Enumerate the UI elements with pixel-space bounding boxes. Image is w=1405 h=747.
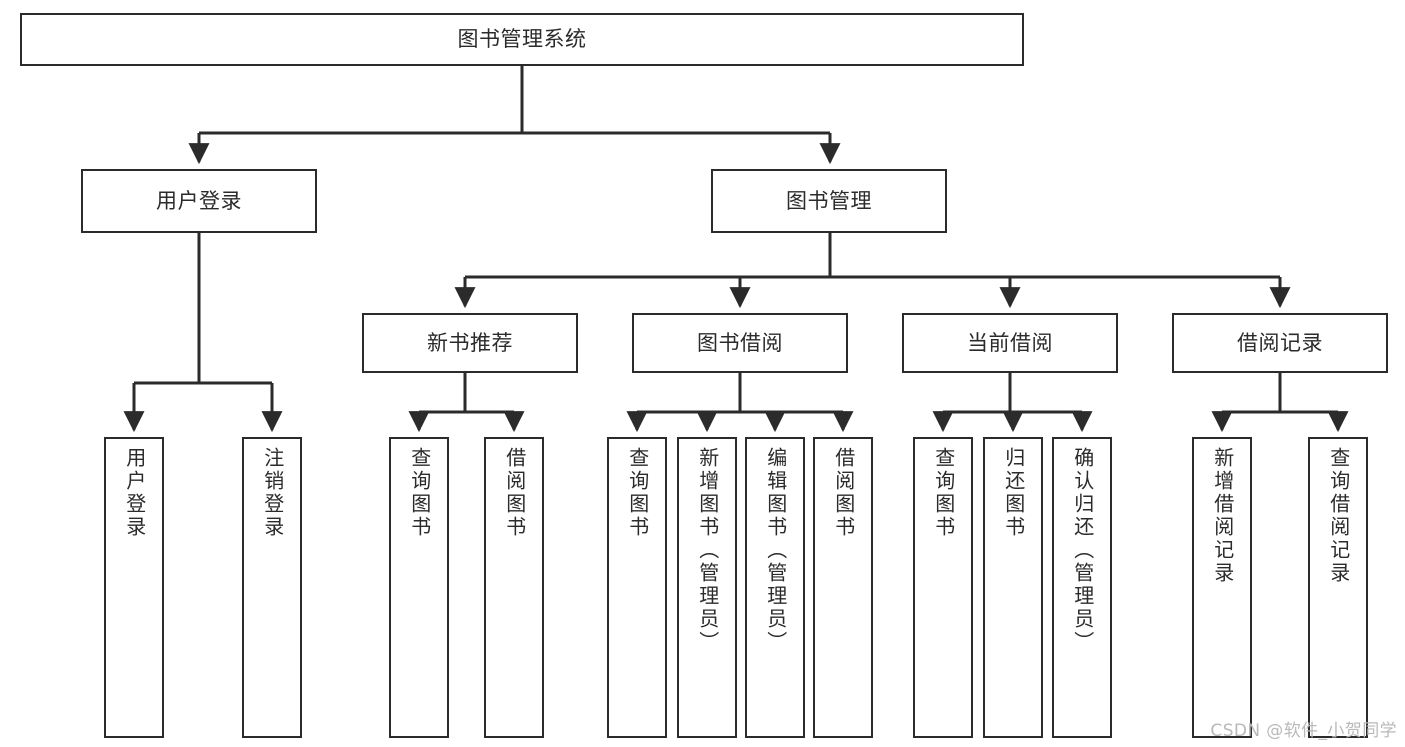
leaf-confirm-return-label: 确认归还（管理员）	[1070, 447, 1095, 654]
connector-root-to-level2	[188, 66, 841, 165]
leaf-user-login-label: 用户登录	[122, 447, 147, 539]
leaf-add-book-label: 新增图书（管理员）	[695, 447, 720, 654]
leaf-return-book[interactable]: 归还图书	[983, 437, 1043, 738]
leaf-query-book-2[interactable]: 查询图书	[607, 437, 667, 738]
leaf-edit-book-label: 编辑图书（管理员）	[763, 447, 788, 654]
leaf-edit-book[interactable]: 编辑图书（管理员）	[745, 437, 805, 738]
leaf-query-book-3-label: 查询图书	[931, 447, 956, 539]
connector-bookmanage-to-level3	[454, 233, 1291, 309]
node-new-book-recommend[interactable]: 新书推荐	[362, 313, 578, 373]
leaf-query-book-2-label: 查询图书	[625, 447, 650, 539]
node-current-borrow-label: 当前借阅	[967, 330, 1053, 355]
node-user-login-label: 用户登录	[156, 188, 242, 213]
node-current-borrow[interactable]: 当前借阅	[902, 313, 1118, 373]
leaf-user-login[interactable]: 用户登录	[104, 437, 164, 738]
leaf-logout-label: 注销登录	[260, 447, 285, 539]
node-root[interactable]: 图书管理系统	[20, 13, 1024, 66]
node-borrow-record[interactable]: 借阅记录	[1172, 313, 1388, 373]
node-book-manage[interactable]: 图书管理	[711, 169, 947, 233]
connector-newbook-to-leaves	[408, 373, 525, 433]
leaf-logout[interactable]: 注销登录	[242, 437, 302, 738]
leaf-query-book-1-label: 查询图书	[407, 447, 432, 539]
leaf-borrow-book-2-label: 借阅图书	[831, 447, 856, 539]
connector-bookborrow-to-leaves	[626, 373, 854, 433]
leaf-add-record[interactable]: 新增借阅记录	[1192, 437, 1252, 738]
node-book-manage-label: 图书管理	[786, 188, 872, 213]
leaf-borrow-book-2[interactable]: 借阅图书	[813, 437, 873, 738]
connector-borrowrecord-to-leaves	[1211, 373, 1349, 433]
connector-userlogin-to-leaves	[123, 233, 283, 433]
node-user-login[interactable]: 用户登录	[81, 169, 317, 233]
leaf-add-record-label: 新增借阅记录	[1210, 447, 1235, 585]
node-book-borrow-label: 图书借阅	[697, 330, 783, 355]
leaf-return-book-label: 归还图书	[1001, 447, 1026, 539]
node-book-borrow[interactable]: 图书借阅	[632, 313, 848, 373]
node-root-label: 图书管理系统	[457, 27, 587, 52]
leaf-query-record-label: 查询借阅记录	[1326, 447, 1351, 585]
leaf-borrow-book-1[interactable]: 借阅图书	[484, 437, 544, 738]
leaf-query-record[interactable]: 查询借阅记录	[1308, 437, 1368, 738]
connector-currentborrow-to-leaves	[932, 373, 1093, 433]
leaf-query-book-1[interactable]: 查询图书	[389, 437, 449, 738]
node-new-book-recommend-label: 新书推荐	[427, 330, 513, 355]
leaf-confirm-return[interactable]: 确认归还（管理员）	[1052, 437, 1112, 738]
node-borrow-record-label: 借阅记录	[1237, 330, 1323, 355]
leaf-query-book-3[interactable]: 查询图书	[913, 437, 973, 738]
leaf-add-book[interactable]: 新增图书（管理员）	[677, 437, 737, 738]
leaf-borrow-book-1-label: 借阅图书	[502, 447, 527, 539]
